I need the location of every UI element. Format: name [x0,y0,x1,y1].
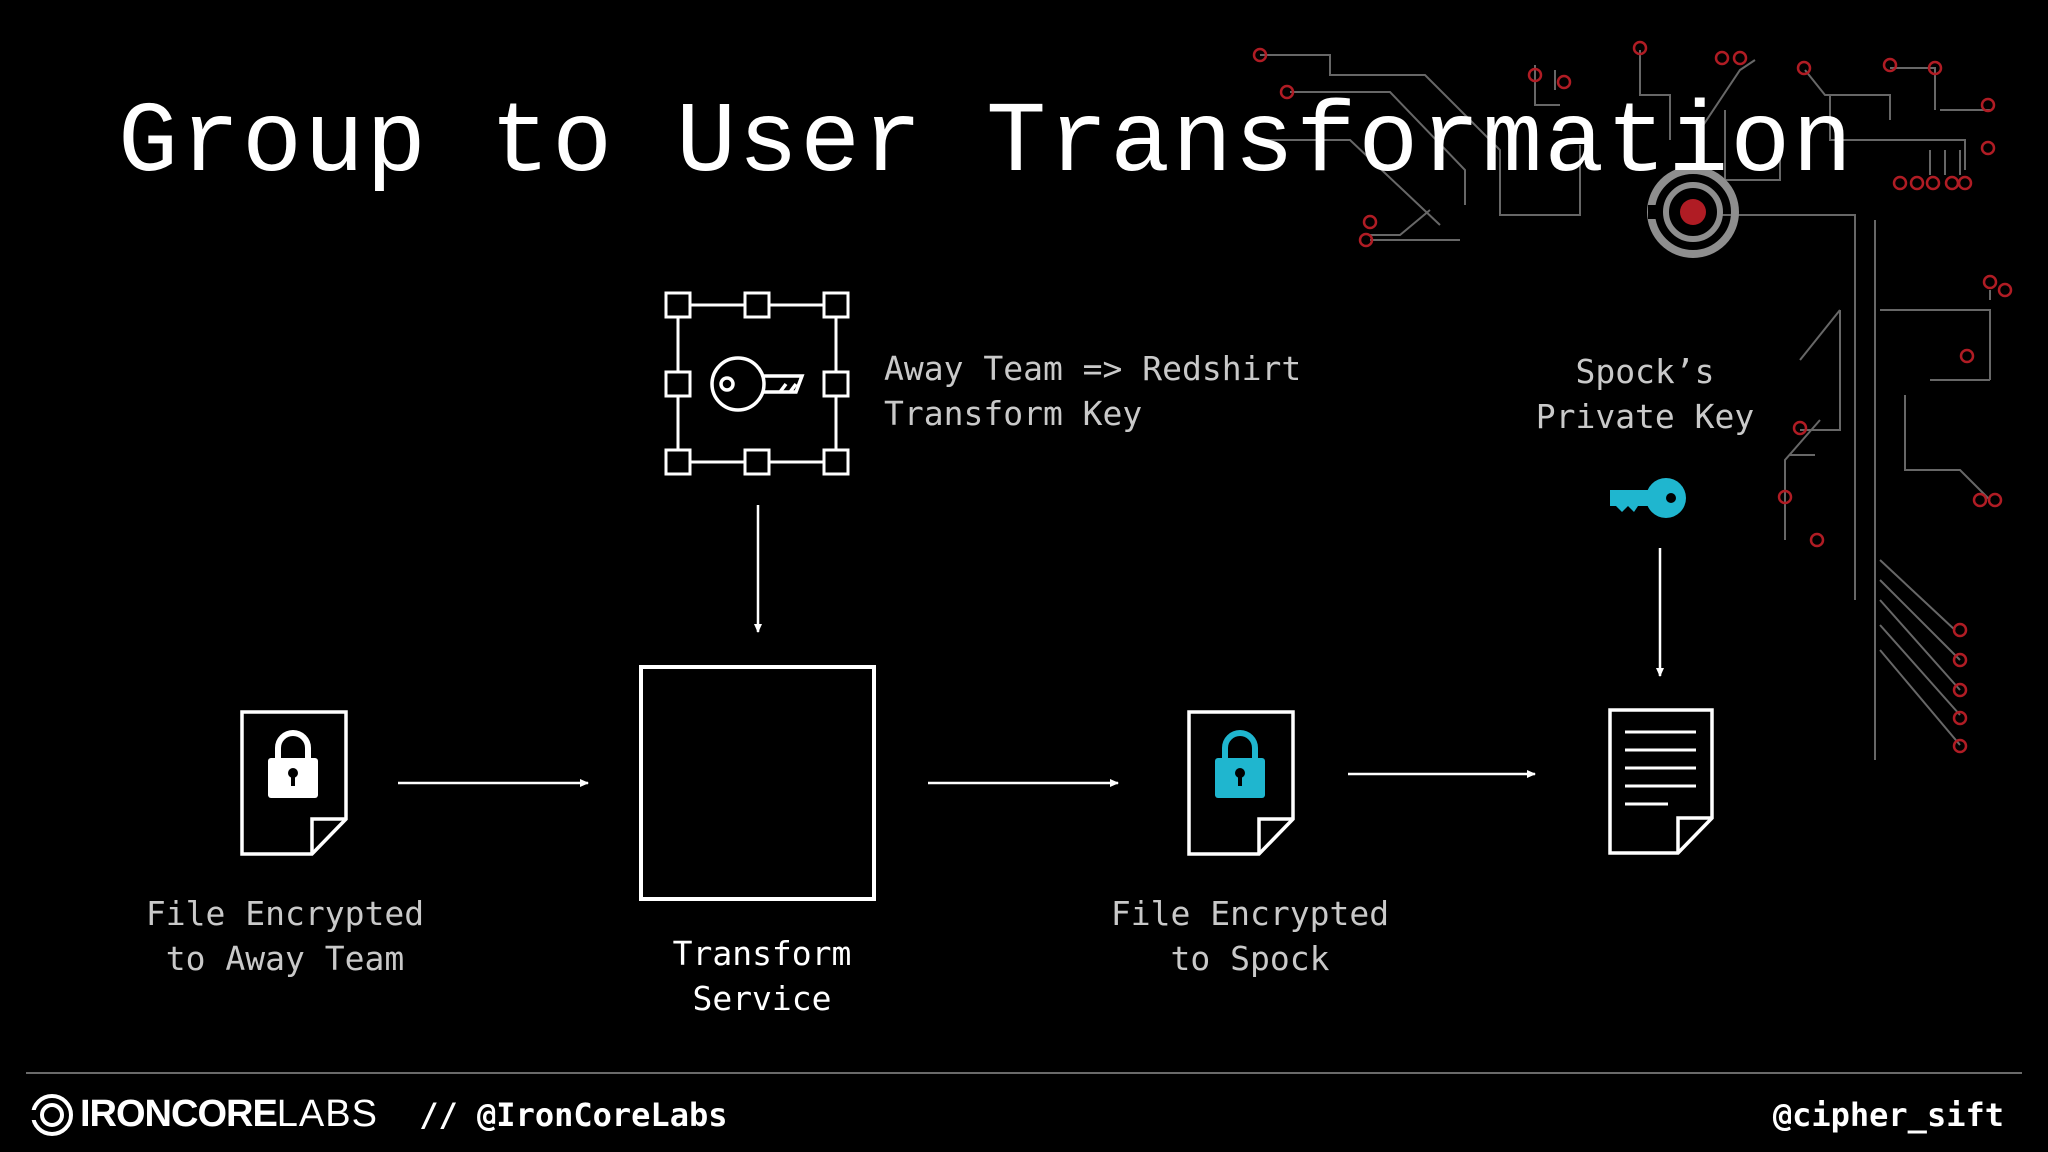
brand-name-light: LABS [276,1093,378,1135]
transform-key-label-line2: Transform Key [884,394,1143,433]
private-key-icon [1610,478,1686,518]
file-spock-label-line1: File Encrypted [1110,894,1390,933]
transform-key-label: Away Team => Redshirt Transform Key [884,346,1301,436]
file-away-team-label-line1: File Encrypted [145,894,425,933]
transform-service-label-line2: Service [692,979,832,1018]
file-spock-label: File Encrypted to Spock [1075,891,1425,981]
file-spock-label-line2: to Spock [1170,939,1330,978]
footer-handle-right: @cipher_sift [1772,1096,2004,1134]
file-away-team-label-line2: to Away Team [165,939,405,978]
footer-left: IRONCORELABS // @IronCoreLabs [80,1093,727,1136]
transform-service-box [639,665,876,901]
private-key-label-line2: Private Key [1535,397,1755,436]
document-locked-away-team-icon [240,710,348,856]
footer-divider [26,1072,2022,1074]
transform-service-label: Transform Service [612,931,912,1021]
transform-key-label-line1: Away Team => Redshirt [884,349,1302,388]
footer-handle-left: // @IronCoreLabs [419,1096,728,1134]
private-key-label-line1: Spock’s [1575,352,1715,391]
slide-title: Group to User Transformation [118,88,1855,201]
brand-name-bold: IRONCORE [80,1093,278,1135]
file-away-team-label: File Encrypted to Away Team [110,891,460,981]
transform-service-label-line1: Transform [672,934,852,973]
key-icon [710,356,805,412]
document-locked-spock-icon [1187,710,1295,856]
transform-key-box-icon [664,291,850,476]
document-plaintext-icon [1608,708,1714,855]
target-emblem-icon [1647,166,1739,258]
private-key-label: Spock’s Private Key [1490,349,1800,439]
